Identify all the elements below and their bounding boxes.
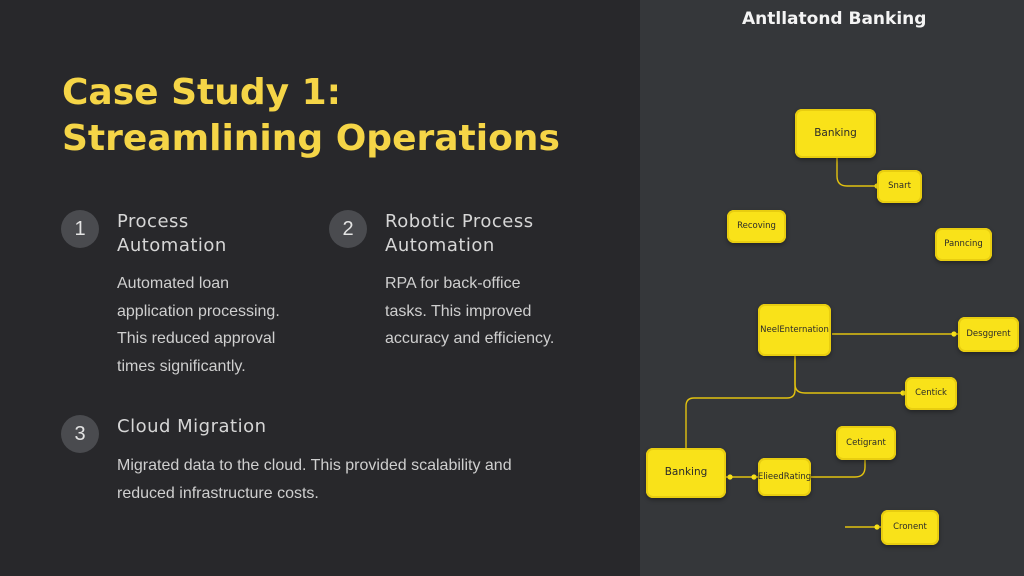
slide-title: Case Study 1: Streamlining Operations	[62, 70, 622, 162]
item-description: RPA for back-office tasks. This improved…	[385, 270, 554, 353]
node-centick: Centick	[905, 377, 957, 410]
slide-title-line-1: Case Study 1:	[62, 72, 342, 113]
connector-dot	[900, 390, 906, 396]
description-line: This reduced approval	[117, 330, 276, 347]
item-description: Automated loan application processing. T…	[117, 270, 280, 380]
step-number-badge: 2	[329, 210, 367, 248]
node-elieed-rating: Elieed Rating	[758, 458, 811, 496]
description-line: reduced infrastructure costs.	[117, 484, 319, 502]
node-snart: Snart	[877, 170, 922, 203]
connector-neel-banking	[685, 356, 796, 448]
item-title-line: Automation	[385, 235, 495, 256]
node-label-line: Elieed	[757, 471, 784, 482]
item-title: Process Automation	[117, 210, 227, 258]
node-panncing: Panncing	[935, 228, 992, 261]
node-desggrent: Desggrent	[958, 317, 1019, 352]
description-line: accuracy and efficiency.	[385, 330, 555, 347]
connector-dot	[727, 474, 733, 480]
item-title: Cloud Migration	[117, 415, 267, 439]
description-line: RPA for back-office	[385, 275, 521, 292]
connector-elieed-cetigrant	[811, 460, 866, 478]
item-title-line: Robotic Process	[385, 211, 534, 232]
description-line: Automated loan	[117, 275, 230, 292]
node-label-line: Rating	[783, 471, 812, 482]
item-title-line: Process	[117, 211, 189, 232]
item-description: Migrated data to the cloud. This provide…	[117, 452, 512, 507]
node-neel-enternation: Neel Enternation	[758, 304, 831, 356]
connector-dot	[951, 331, 957, 337]
node-label-line: Neel	[760, 324, 780, 335]
item-title: Robotic Process Automation	[385, 210, 534, 258]
slide-title-line-2: Streamlining Operations	[62, 118, 560, 159]
connector-dot	[874, 524, 880, 530]
description-line: tasks. This improved	[385, 302, 532, 320]
connector-banking-snart	[836, 158, 877, 187]
connector-dot	[751, 474, 757, 480]
diagram-title: Antllatond Banking	[742, 9, 927, 29]
content-panel	[0, 0, 640, 576]
description-line: Migrated data to the cloud. This provide…	[117, 457, 512, 474]
node-cetigrant: Cetigrant	[836, 426, 896, 460]
step-number-badge: 3	[61, 415, 99, 453]
step-number-badge: 1	[61, 210, 99, 248]
connector-neel-centick	[794, 356, 905, 394]
description-line: times significantly.	[117, 357, 246, 375]
node-banking-top: Banking	[795, 109, 876, 158]
node-recoving: Recoving	[727, 210, 786, 243]
node-banking-bottom: Banking	[646, 448, 726, 498]
node-label-line: Enternation	[779, 324, 829, 335]
item-title-line: Automation	[117, 235, 227, 256]
node-cronent: Cronent	[881, 510, 939, 545]
description-line: application processing.	[117, 302, 280, 320]
item-title-line: Cloud Migration	[117, 416, 267, 437]
